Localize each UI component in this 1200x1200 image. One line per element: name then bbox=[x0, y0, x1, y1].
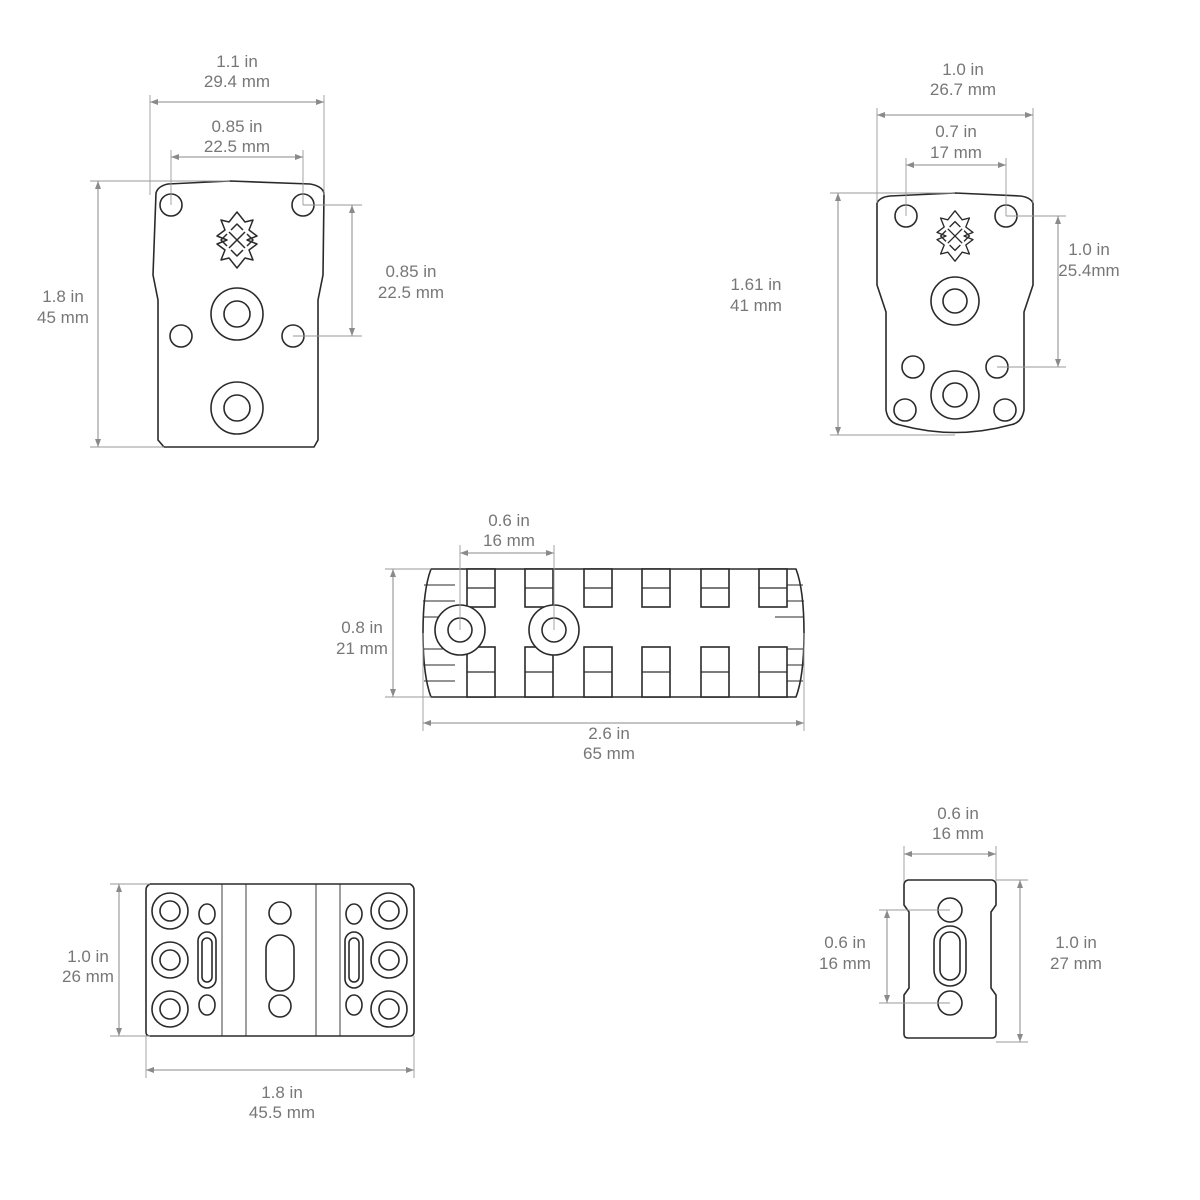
plate-3-hole-left-3-inner bbox=[159, 998, 181, 1020]
plate-3-width-mm: 45.5 mm bbox=[249, 1103, 315, 1122]
plate-3: 1.0 in 26 mm 1.8 in 45.5 mm bbox=[62, 883, 415, 1122]
plate-2-hole-bottom-left bbox=[893, 398, 917, 422]
rail-spacing-in: 0.6 in bbox=[488, 511, 530, 530]
plate-1-hole-spacing-mm: 22.5 mm bbox=[204, 137, 270, 156]
plate-1-hole-mid-left bbox=[169, 324, 193, 348]
plate-1-vertical-spacing-in: 0.85 in bbox=[385, 262, 436, 281]
plate-4-height-mm: 27 mm bbox=[1050, 954, 1102, 973]
rail-length-in: 2.6 in bbox=[588, 724, 630, 743]
plate-2-hole-spacing-in: 0.7 in bbox=[935, 122, 977, 141]
plate-1: 1.1 in 29.4 mm 0.85 in 22.5 mm 0.85 in 2… bbox=[37, 52, 444, 448]
plate-3-hole-left-1-inner bbox=[159, 900, 181, 922]
plate-3-oval-right-bottom bbox=[345, 994, 363, 1016]
plate-3-height-mm: 26 mm bbox=[62, 967, 114, 986]
plate-3-slot-right-inner bbox=[348, 937, 360, 983]
plate-4-height-in: 1.0 in bbox=[1055, 933, 1097, 952]
rail-spacing-mm: 16 mm bbox=[483, 531, 535, 550]
plate-2-hole-spacing-mm: 17 mm bbox=[930, 143, 982, 162]
plate-2-vertical-spacing-mm: 25.4mm bbox=[1058, 261, 1119, 280]
plate-1-height-mm: 45 mm bbox=[37, 308, 89, 327]
plate-4-width-in: 0.6 in bbox=[937, 804, 979, 823]
plate-3-slot-center bbox=[265, 934, 295, 992]
plate-2-width-mm: 26.7 mm bbox=[930, 80, 996, 99]
plate-3-hole-left-2-inner bbox=[159, 949, 181, 971]
plate-1-width-in: 1.1 in bbox=[216, 52, 258, 71]
plate-2-boss-lower-inner bbox=[942, 382, 968, 408]
rail-height-in: 0.8 in bbox=[341, 618, 383, 637]
plate-3-hole-right-1-inner bbox=[378, 900, 400, 922]
plate-4-width-mm: 16 mm bbox=[932, 824, 984, 843]
plate-1-boss-lower-inner bbox=[223, 394, 251, 422]
plate-3-slot-left-inner bbox=[201, 937, 213, 983]
rail-slots bbox=[466, 568, 788, 698]
plate-3-hole-right-3-inner bbox=[378, 998, 400, 1020]
plate-1-vertical-spacing-mm: 22.5 mm bbox=[378, 283, 444, 302]
plate-2-hole-mid-left bbox=[901, 355, 925, 379]
plate-3-oval-left-bottom bbox=[198, 994, 216, 1016]
plate-4-hole-spacing-mm: 16 mm bbox=[819, 954, 871, 973]
plate-2-height-in: 1.61 in bbox=[730, 275, 781, 294]
plate-1-height-in: 1.8 in bbox=[42, 287, 84, 306]
rail-height-mm: 21 mm bbox=[336, 639, 388, 658]
plate-2-height-mm: 41 mm bbox=[730, 296, 782, 315]
plate-4: 0.6 in 16 mm 0.6 in 16 mm 1.0 in 27 mm bbox=[819, 804, 1102, 1043]
plate-1-width-mm: 29.4 mm bbox=[204, 72, 270, 91]
plate-3-width-in: 1.8 in bbox=[261, 1083, 303, 1102]
plate-3-oval-right-top bbox=[345, 903, 363, 925]
plate-2-width-in: 1.0 in bbox=[942, 60, 984, 79]
plate-2: 1.0 in 26.7 mm 0.7 in 17 mm 1.0 in 25.4m… bbox=[730, 60, 1120, 436]
plate-1-boss-upper-inner bbox=[223, 300, 251, 328]
rail-section: 0.6 in 16 mm 0.8 in 21 mm 2.6 in 65 mm bbox=[336, 511, 805, 763]
plate-2-vertical-spacing-in: 1.0 in bbox=[1068, 240, 1110, 259]
plate-2-boss-upper-inner bbox=[942, 288, 968, 314]
plate-1-hole-spacing-in: 0.85 in bbox=[211, 117, 262, 136]
plate-3-height-in: 1.0 in bbox=[67, 947, 109, 966]
plate-2-hole-bottom-right bbox=[993, 398, 1017, 422]
plate-4-hole-spacing-in: 0.6 in bbox=[824, 933, 866, 952]
plate-3-hole-right-2-inner bbox=[378, 949, 400, 971]
plate-3-hole-center-top bbox=[268, 901, 292, 925]
rail-length-mm: 65 mm bbox=[583, 744, 635, 763]
plate-4-slot-inner bbox=[939, 931, 961, 981]
plate-3-hole-center-bottom bbox=[268, 994, 292, 1018]
plate-3-oval-left-top bbox=[198, 903, 216, 925]
